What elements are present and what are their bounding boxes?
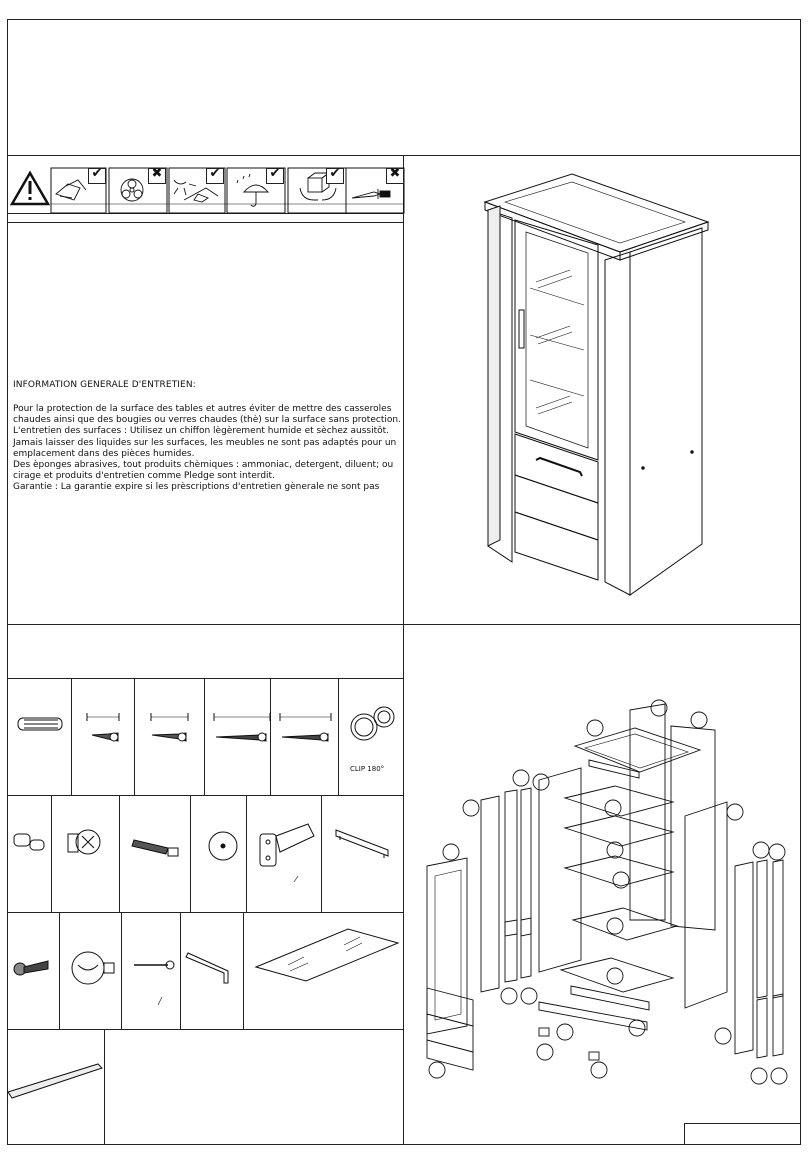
- warning-icon: [9, 170, 51, 206]
- check-mark-sunlight: ✔: [206, 166, 224, 184]
- maintenance-text: Pour la protection de la surface des tab…: [13, 404, 401, 494]
- exploded-assembly-diagram: [426, 699, 788, 1085]
- page-number-box: [684, 1123, 801, 1124]
- glass-shelf-icon: [254, 928, 400, 982]
- cell-divider: [119, 795, 120, 912]
- divider-header: [7, 155, 801, 156]
- cell-divider: [71, 678, 72, 795]
- handle-with-care-icon: [299, 172, 337, 201]
- nail-icon: [134, 960, 175, 1006]
- cross-mark-chemical: ✖: [148, 166, 166, 184]
- check-mark-cloth: ✔: [88, 166, 106, 184]
- cell-divider: [204, 678, 205, 795]
- chemical-hazard-icon: [120, 178, 144, 202]
- maintenance-line: chaudes ainsi que des bougies ou verres …: [13, 415, 401, 426]
- wall-plug-screw-icon: [131, 839, 179, 857]
- divider-hardware-top: [7, 678, 404, 679]
- hardware-row-3: [13, 928, 400, 1006]
- cell-divider: [246, 795, 247, 912]
- cam-lock-icon: [67, 829, 101, 855]
- maintenance-line: Jamais laisser des liquides sur les surf…: [13, 437, 397, 448]
- hardware-row-1: [17, 706, 395, 742]
- divider-hardware-row1: [7, 795, 404, 796]
- cell-divider: [104, 1029, 105, 1145]
- cabinet-hinge-icon: [259, 823, 315, 883]
- clip-label: CLIP 180°: [350, 765, 385, 773]
- care-icon-strip: [9, 167, 405, 214]
- cell-divider: [338, 678, 339, 795]
- cabinet-illustration: [483, 173, 710, 596]
- check-mark-umbrella: ✔: [266, 166, 284, 184]
- maintenance-line: Garantie : La garantie expire si les prè…: [13, 482, 380, 493]
- cell-divider: [51, 795, 52, 912]
- maintenance-title: INFORMATION GENERALE D'ENTRETIEN:: [13, 380, 196, 390]
- maintenance-line: Des èponges abrasives, tout produits chè…: [13, 460, 394, 471]
- maintenance-line: Pour la protection de la surface des tab…: [13, 404, 392, 414]
- divider-center-upper: [403, 155, 404, 625]
- screw-short-icon: [86, 713, 120, 742]
- knife-icon: [351, 189, 391, 199]
- screw-extra-long-icon: [279, 713, 332, 742]
- cell-divider: [121, 912, 122, 1029]
- page-number-box: [684, 1123, 685, 1145]
- divider-icons-2: [7, 222, 404, 223]
- knob-icon: [71, 951, 115, 985]
- screw-with-washer-icon: [13, 960, 49, 976]
- cell-divider: [270, 678, 271, 795]
- cell-divider: [59, 912, 60, 1029]
- cell-divider: [243, 912, 244, 1029]
- hinge-clip-icon: [350, 706, 395, 741]
- hardware-row-4: [7, 1063, 103, 1099]
- shelf-support-pin-icon: [13, 833, 45, 851]
- door-handle-icon: [335, 829, 389, 858]
- back-panel-strip-icon: [7, 1063, 103, 1099]
- cell-divider: [321, 795, 322, 912]
- wooden-dowel-icon: [17, 717, 63, 731]
- maintenance-line: emplacement dans des pièces humides.: [13, 448, 195, 459]
- divider-middle: [7, 624, 801, 625]
- screw-medium-icon: [150, 713, 189, 742]
- cell-divider: [190, 795, 191, 912]
- check-mark-handle: ✔: [326, 166, 344, 184]
- divider-center-lower: [403, 624, 404, 1145]
- instruction-page: [7, 19, 801, 1145]
- cell-divider: [180, 912, 181, 1029]
- cloth-icon: [55, 179, 87, 201]
- umbrella-rain-icon: [236, 173, 269, 207]
- screw-long-icon: [213, 713, 271, 742]
- hardware-row-2: [13, 823, 389, 883]
- cross-mark-knife: ✖: [386, 166, 404, 184]
- divider-hardware-row3: [7, 1029, 404, 1030]
- sunlight-icon: [173, 179, 219, 203]
- allen-key-icon: [185, 952, 229, 984]
- maintenance-line: L'entretien des surfaces : Utilisez un c…: [13, 426, 390, 437]
- maintenance-line: cirage et produits d'entretien comme Ple…: [13, 471, 275, 482]
- bumper-pad-icon: [208, 831, 238, 861]
- cell-divider: [134, 678, 135, 795]
- divider-hardware-row2: [7, 912, 404, 913]
